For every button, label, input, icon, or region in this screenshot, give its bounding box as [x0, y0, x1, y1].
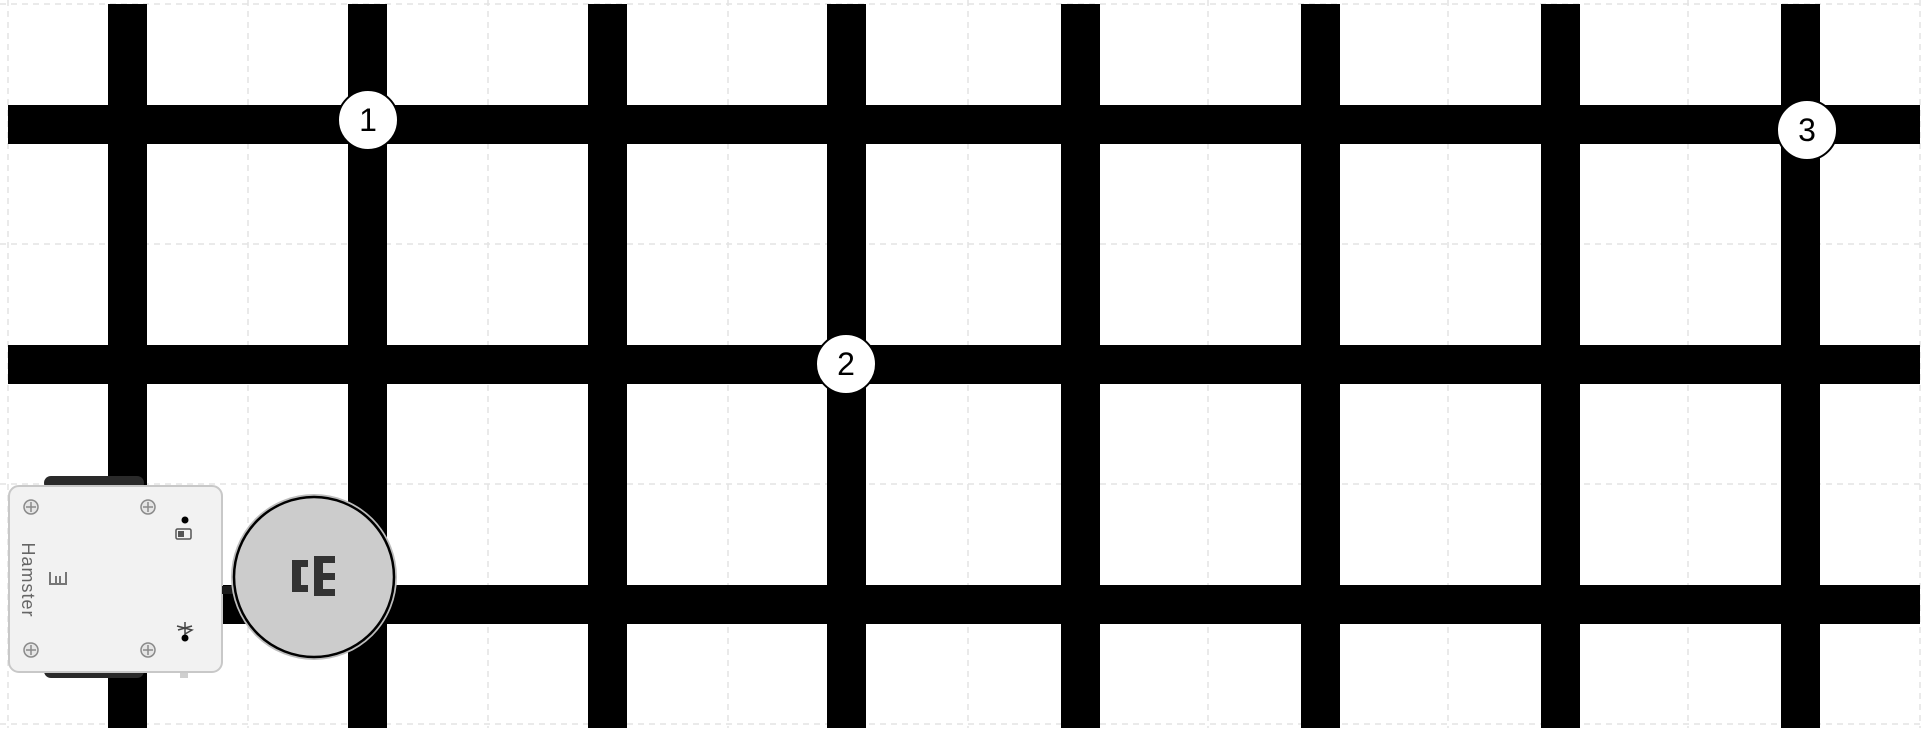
hamster-robot[interactable]: Hamster — [9, 476, 396, 678]
track-horizontal — [8, 345, 1920, 384]
track-horizontal — [8, 105, 1920, 144]
marker-1: 1 — [338, 90, 398, 150]
marker-2: 2 — [816, 334, 876, 394]
robot-brand-label: Hamster — [18, 542, 38, 617]
marker-3: 3 — [1777, 100, 1837, 160]
robot-body — [9, 486, 222, 672]
marker-label: 2 — [837, 346, 855, 382]
marker-label: 1 — [359, 102, 377, 138]
marker-label: 3 — [1798, 112, 1816, 148]
